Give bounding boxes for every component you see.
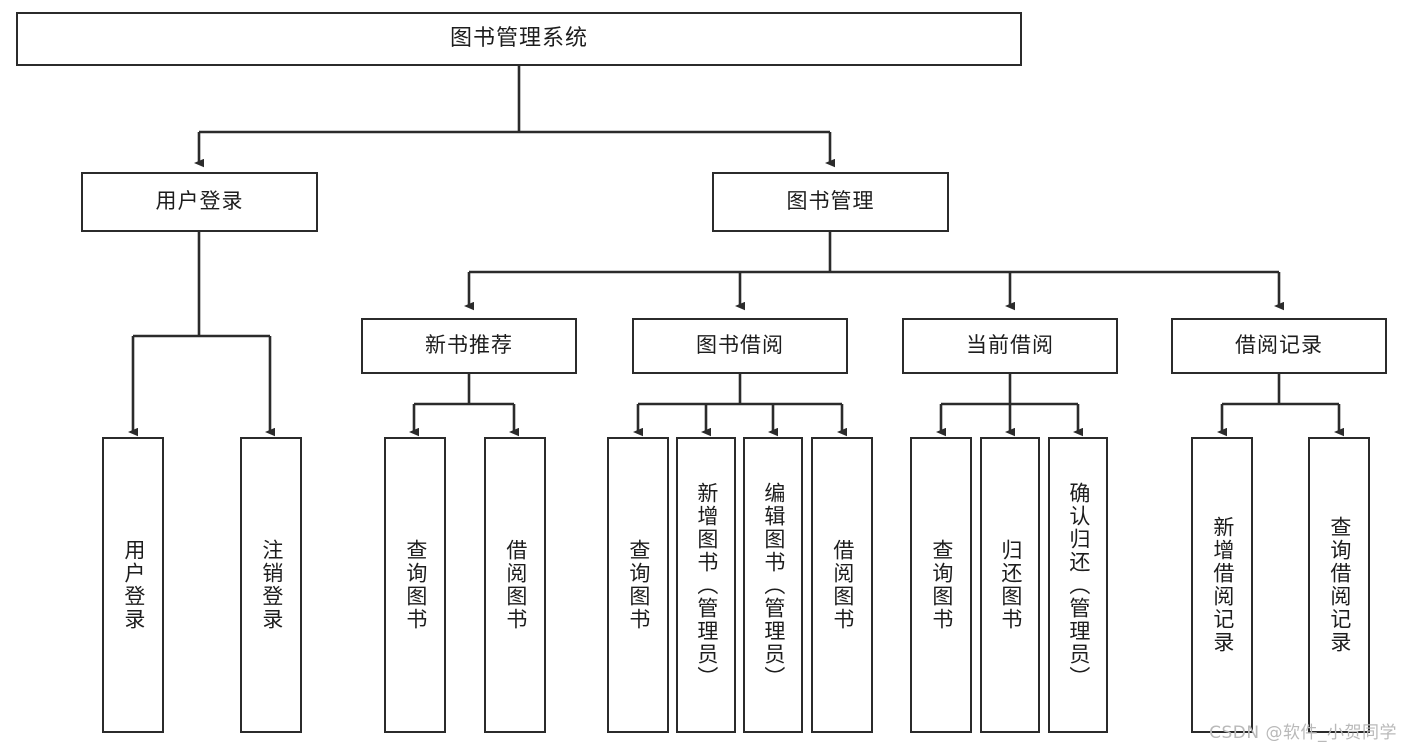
leaf-query-book-borrow[interactable]: 查询图书: [607, 437, 669, 733]
node-book-management[interactable]: 图书管理: [712, 172, 949, 232]
leaf-query-book-current[interactable]: 查询图书: [910, 437, 972, 733]
leaf-query-book-newbook[interactable]: 查询图书: [384, 437, 446, 733]
node-label: 注销登录: [259, 539, 284, 631]
node-root-system[interactable]: 图书管理系统: [16, 12, 1022, 66]
node-label: 借阅记录: [1235, 333, 1323, 358]
node-label: 新增图书（管理员）: [694, 481, 719, 689]
leaf-add-borrow-record[interactable]: 新增借阅记录: [1191, 437, 1253, 733]
csdn-watermark: CSDN @软件_小贺同学: [1209, 723, 1397, 743]
node-label: 查询图书: [403, 539, 428, 631]
node-label: 查询借阅记录: [1327, 516, 1352, 654]
node-label: 查询图书: [929, 539, 954, 631]
node-label: 归还图书: [998, 539, 1023, 631]
leaf-edit-book-admin[interactable]: 编辑图书（管理员）: [743, 437, 803, 733]
node-label: 新书推荐: [425, 333, 513, 358]
node-current-borrow[interactable]: 当前借阅: [902, 318, 1118, 374]
node-label: 图书管理: [786, 189, 875, 214]
node-label: 查询图书: [626, 539, 651, 631]
leaf-user-login[interactable]: 用户登录: [102, 437, 164, 733]
node-label: 编辑图书（管理员）: [761, 481, 786, 689]
leaf-add-book-admin[interactable]: 新增图书（管理员）: [676, 437, 736, 733]
node-label: 新增借阅记录: [1210, 516, 1235, 654]
node-label: 借阅图书: [830, 539, 855, 631]
leaf-return-book[interactable]: 归还图书: [980, 437, 1040, 733]
node-label: 确认归还（管理员）: [1066, 481, 1091, 689]
node-label: 图书管理系统: [449, 25, 588, 51]
leaf-borrow-book[interactable]: 借阅图书: [811, 437, 873, 733]
node-label: 当前借阅: [966, 333, 1054, 358]
node-label: 图书借阅: [696, 333, 784, 358]
leaf-confirm-return-admin[interactable]: 确认归还（管理员）: [1048, 437, 1108, 733]
leaf-query-borrow-record[interactable]: 查询借阅记录: [1308, 437, 1370, 733]
node-book-borrow[interactable]: 图书借阅: [632, 318, 848, 374]
node-user-login[interactable]: 用户登录: [81, 172, 318, 232]
node-label: 用户登录: [155, 189, 244, 214]
node-new-book-recommend[interactable]: 新书推荐: [361, 318, 577, 374]
node-label: 借阅图书: [503, 539, 528, 631]
leaf-logout-login[interactable]: 注销登录: [240, 437, 302, 733]
node-label: 用户登录: [121, 539, 146, 631]
leaf-borrow-book-newbook[interactable]: 借阅图书: [484, 437, 546, 733]
node-borrow-record[interactable]: 借阅记录: [1171, 318, 1387, 374]
